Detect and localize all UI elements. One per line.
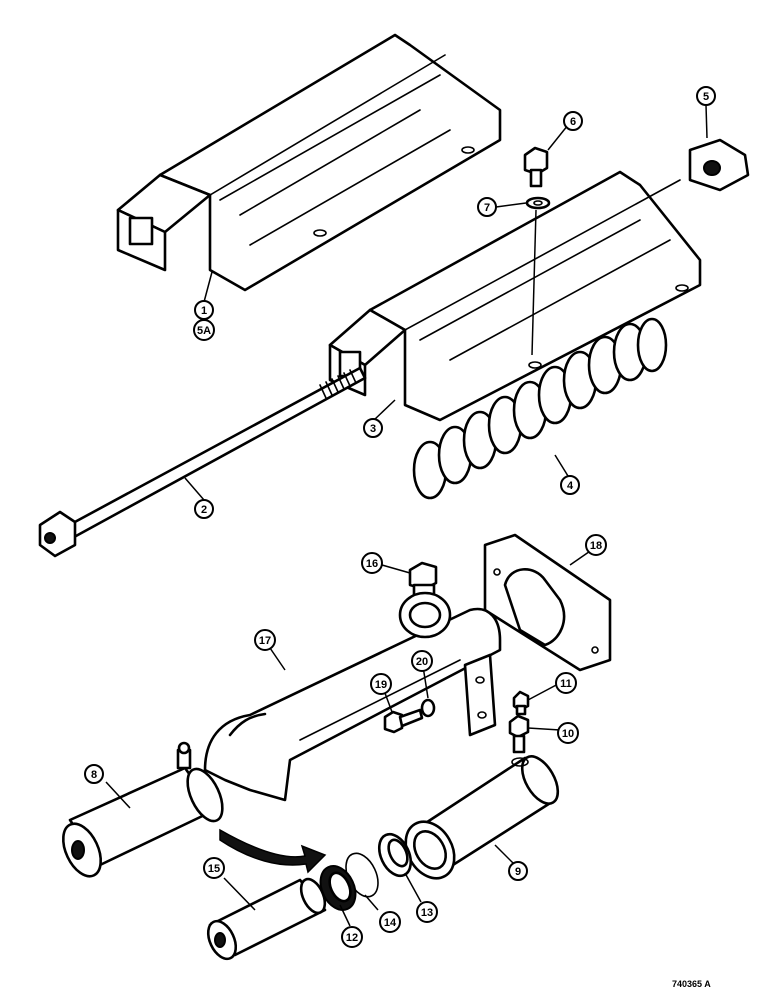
part-18-flange	[483, 533, 612, 672]
callout-18: 18	[585, 534, 607, 556]
part-1-housing	[116, 33, 502, 292]
part-20-washer	[420, 698, 436, 718]
callout-2: 2	[194, 499, 214, 519]
callout-16: 16	[361, 552, 383, 574]
part-13-seal	[377, 832, 413, 878]
part-19-bolt	[383, 708, 424, 734]
svg-text:4: 4	[567, 480, 574, 492]
svg-text:14: 14	[384, 917, 397, 929]
callout-5: 5	[696, 86, 716, 106]
callout-4: 4	[560, 475, 580, 495]
part-10-fitting	[508, 714, 530, 754]
callout-17: 17	[254, 629, 276, 651]
callout-1: 1	[194, 300, 214, 320]
svg-text:6: 6	[570, 116, 576, 128]
part-16-plug	[408, 561, 438, 597]
callout-6: 6	[563, 111, 583, 131]
svg-text:2: 2	[201, 504, 207, 516]
callout-9: 9	[508, 861, 528, 881]
svg-text:16: 16	[366, 558, 378, 570]
part-3-housing	[328, 170, 702, 422]
callout-7: 7	[477, 197, 497, 217]
figure-reference: 740365 A	[672, 979, 711, 989]
callout-12: 12	[341, 926, 363, 948]
svg-text:8: 8	[91, 769, 97, 781]
callout-5a: 5A	[193, 319, 215, 341]
part-4-spring	[412, 317, 668, 500]
part-6-bolt	[523, 146, 549, 188]
callout-20: 20	[411, 650, 433, 672]
part-7-washer	[525, 196, 551, 210]
part-2-threaded-rod	[38, 366, 367, 558]
svg-text:13: 13	[421, 907, 433, 919]
svg-text:3: 3	[370, 423, 376, 435]
svg-text:5: 5	[703, 91, 709, 103]
svg-text:20: 20	[416, 656, 428, 668]
callout-13: 13	[416, 901, 438, 923]
svg-text:12: 12	[346, 932, 358, 944]
part-9-cylinder	[404, 755, 560, 880]
svg-text:5A: 5A	[197, 325, 211, 337]
part-8-cylinder	[61, 741, 224, 878]
part-15-rod	[206, 877, 327, 961]
callout-15: 15	[203, 857, 225, 879]
callout-19: 19	[370, 673, 392, 695]
callout-3: 3	[363, 418, 383, 438]
leader-lines	[105, 104, 708, 927]
callout-8: 8	[84, 764, 104, 784]
part-5-nut	[688, 138, 750, 192]
callout-11: 11	[555, 672, 577, 694]
svg-text:17: 17	[259, 635, 271, 647]
svg-text:7: 7	[484, 202, 490, 214]
svg-text:11: 11	[560, 678, 572, 690]
svg-text:10: 10	[562, 728, 574, 740]
part-17-bracket	[203, 591, 502, 802]
svg-text:15: 15	[208, 863, 220, 875]
part-12-seal	[319, 865, 357, 911]
part-11-fitting	[512, 690, 530, 716]
callout-14: 14	[379, 911, 401, 933]
assembly-arrow	[219, 828, 327, 874]
svg-text:18: 18	[590, 540, 602, 552]
svg-text:1: 1	[201, 305, 207, 317]
callout-10: 10	[557, 722, 579, 744]
svg-text:9: 9	[515, 866, 521, 878]
svg-text:19: 19	[375, 679, 387, 691]
